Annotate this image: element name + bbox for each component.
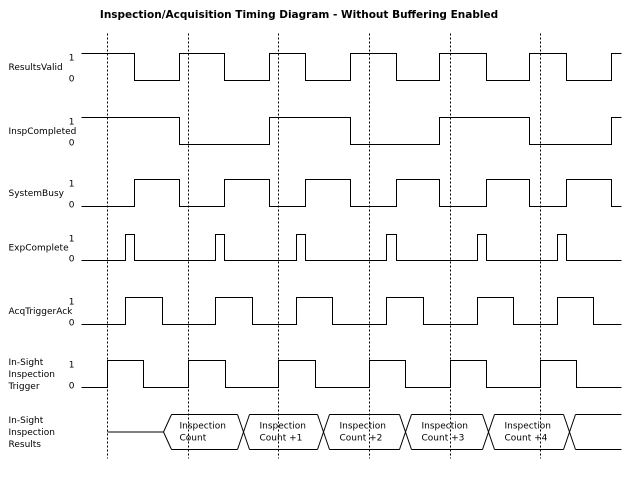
level-label-high-expcomplete: 1	[69, 235, 75, 245]
signal-label-in-sight-inspection-results: In-Sight	[9, 416, 44, 426]
level-label-high-inspcompleted: 1	[69, 118, 75, 128]
bus-value-label-2: Count +2	[340, 434, 383, 444]
level-label-low-systembusy: 0	[69, 201, 75, 211]
level-label-high-systembusy: 1	[69, 180, 75, 190]
bus-value-label-0: Count	[180, 434, 207, 444]
level-label-low-inspcompleted: 0	[69, 139, 75, 149]
signal-label-in-sight-inspection-results: Results	[9, 440, 42, 450]
bus-value-label-3: Count +3	[422, 434, 465, 444]
signal-label-in-sight-inspection-results: Inspection	[9, 428, 56, 438]
signal-label-acqtriggerack: AcqTriggerAck	[9, 307, 74, 317]
level-label-low-resultsvalid: 0	[69, 75, 75, 85]
signal-label-expcomplete: ExpComplete	[9, 244, 70, 254]
waveform-in-sight-inspection-trigger	[81, 360, 622, 388]
waveform-resultsvalid	[81, 53, 622, 81]
bus-value-label-1: Count +1	[260, 434, 303, 444]
signal-label-resultsvalid: ResultsValid	[9, 63, 63, 73]
level-label-low-in-sight-inspection-trigger: 0	[69, 382, 75, 392]
signal-label-inspcompleted: InspCompleted	[9, 127, 77, 137]
waveform-expcomplete	[81, 234, 622, 261]
bus-value-label-1: Inspection	[260, 422, 307, 432]
signal-label-in-sight-inspection-trigger: Inspection	[9, 370, 56, 380]
bus-value-label-2: Inspection	[340, 422, 387, 432]
waveform-acqtriggerack	[81, 297, 622, 325]
waveform-inspcompleted	[81, 117, 622, 145]
level-label-low-expcomplete: 0	[69, 255, 75, 265]
signal-label-systembusy: SystemBusy	[9, 189, 65, 199]
level-label-high-acqtriggerack: 1	[69, 298, 75, 308]
bus-value-label-4: Inspection	[505, 422, 552, 432]
diagram-title: Inspection/Acquisition Timing Diagram - …	[99, 9, 499, 21]
level-label-low-acqtriggerack: 0	[69, 319, 75, 329]
bus-value-label-3: Inspection	[422, 422, 469, 432]
level-label-high-in-sight-inspection-trigger: 1	[69, 361, 75, 371]
waveform-systembusy	[81, 179, 622, 207]
bus-value-label-0: Inspection	[180, 422, 227, 432]
signal-label-in-sight-inspection-trigger: In-Sight	[9, 358, 44, 368]
signal-label-in-sight-inspection-trigger: Trigger	[8, 382, 40, 392]
diagram-layer: ResultsValid10InspCompleted10SystemBusy1…	[8, 33, 622, 459]
level-label-high-resultsvalid: 1	[69, 54, 75, 64]
waveform-in-sight-inspection-results	[107, 414, 622, 450]
bus-value-label-4: Count +4	[505, 434, 548, 444]
